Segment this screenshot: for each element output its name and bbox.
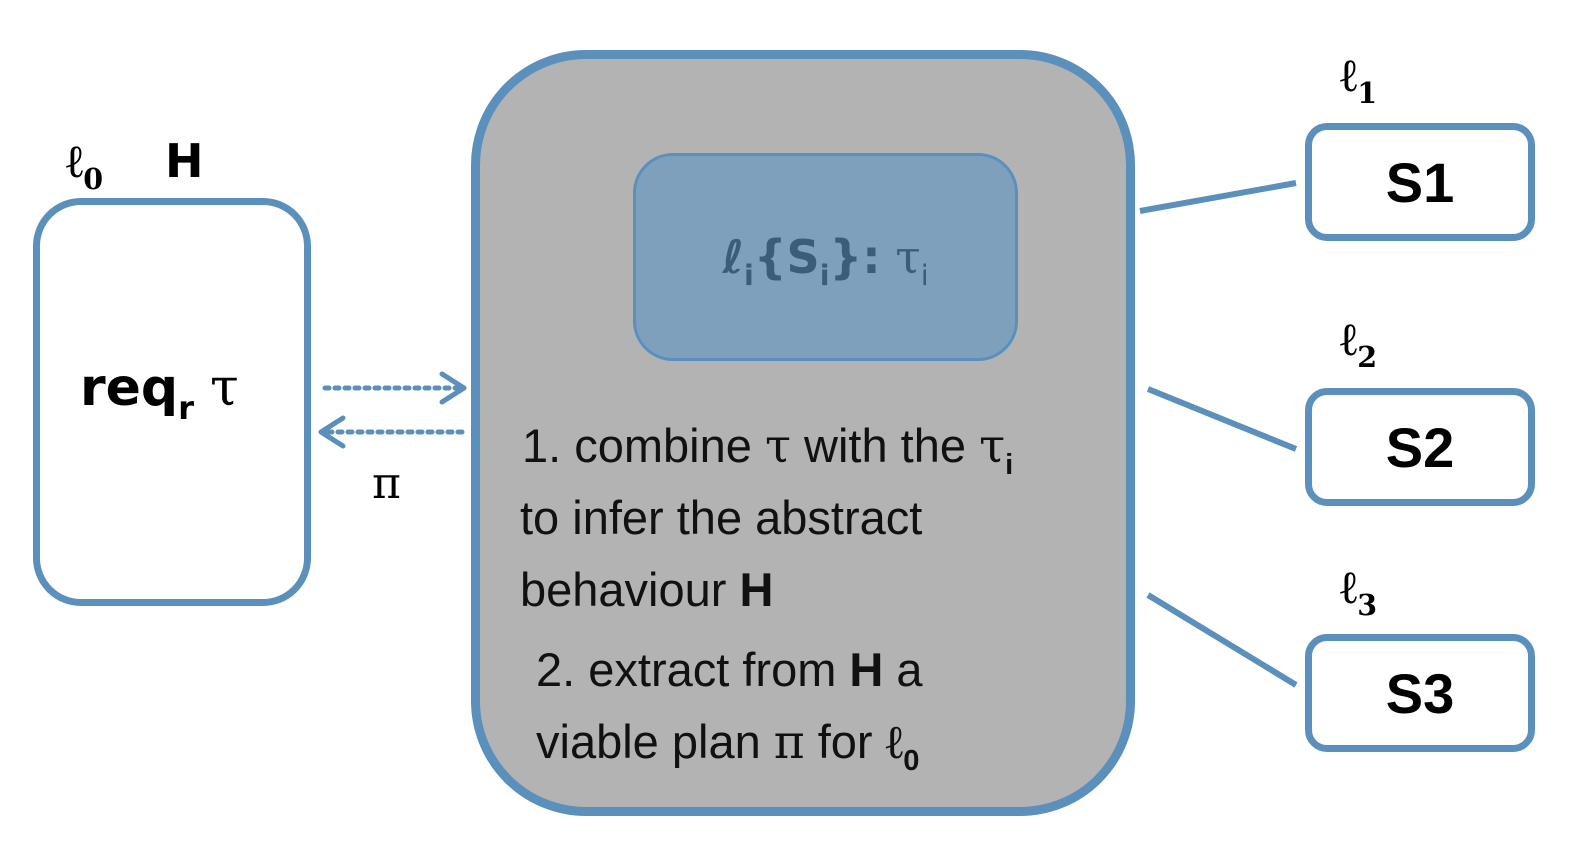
step2-viable-plan: viable plan (536, 715, 774, 768)
step2-suffix: a (883, 643, 923, 696)
link-s3 (1146, 592, 1298, 688)
client-location-index: 0 (83, 161, 104, 196)
request-keyword: req (80, 358, 179, 418)
repository-type: τ (895, 230, 921, 284)
service-2-loc-symbol: ℓ (1340, 312, 1358, 366)
plan-label: π (372, 458, 401, 509)
service-3-loc-index: 3 (1357, 587, 1378, 622)
client-box (33, 198, 311, 606)
step2-history: H (849, 643, 884, 696)
service-s3-box: S3 (1305, 634, 1535, 752)
repository-type-index: i (920, 258, 929, 292)
service-3-loc-symbol: ℓ (1340, 560, 1358, 614)
step2-loc: ℓ (885, 715, 904, 770)
plan-arrowhead (318, 415, 346, 449)
client-history-label: H (165, 134, 204, 188)
step2-line2: viable plan π for ℓ0 (536, 706, 919, 785)
client-location-label: ℓ0 (66, 138, 103, 193)
service-s2-box: S2 (1305, 388, 1535, 506)
step1-history: H (739, 563, 774, 616)
step1-line1: 1. combine τ with the τi (522, 410, 1013, 489)
service-1-loc-index: 1 (1357, 75, 1378, 110)
step2-prefix: 2. extract from (536, 643, 850, 696)
service-1-location: ℓ1 (1340, 52, 1377, 107)
repository-text: ℓi{Si}: τi (722, 234, 928, 290)
step1-behaviour: behaviour (520, 563, 740, 616)
service-s3-name: S3 (1385, 661, 1455, 725)
repository-loc-index: i (744, 258, 754, 292)
step1-line2: to infer the abstract (520, 491, 923, 544)
repository-set-close: }: (829, 230, 881, 284)
client-location-symbol: ℓ (66, 134, 84, 188)
step2-loc-index: 0 (903, 745, 920, 778)
link-s1 (1139, 180, 1297, 214)
repository-loc: ℓ (722, 230, 745, 284)
step2-pi: π (773, 715, 805, 770)
step1-mid: with the (790, 419, 980, 472)
service-3-location: ℓ3 (1340, 564, 1377, 619)
repository-box: ℓi{Si}: τi (633, 153, 1018, 361)
service-s1-name: S1 (1385, 150, 1455, 214)
repository-set-open: {S (753, 230, 820, 284)
step2-for: for (804, 715, 886, 768)
request-arrowhead (439, 371, 467, 405)
step2-line1: 2. extract from H a (536, 634, 923, 706)
step1-tau-i: τ (979, 419, 1006, 474)
step1-line3: behaviour H (520, 554, 773, 626)
request-type: τ (210, 358, 239, 418)
service-2-location: ℓ2 (1340, 316, 1377, 371)
service-2-loc-index: 2 (1357, 339, 1378, 374)
service-1-loc-symbol: ℓ (1340, 48, 1358, 102)
request-index: r (178, 388, 195, 427)
step1-tau: τ (764, 419, 791, 474)
service-s2-name: S2 (1385, 415, 1455, 479)
service-s1-box: S1 (1305, 123, 1535, 241)
link-s2 (1146, 386, 1298, 452)
step1-prefix: 1. combine (522, 419, 765, 472)
repository-set-index: i (819, 258, 830, 292)
broker-box (471, 50, 1135, 816)
step1-tau-i-index: i (1005, 449, 1014, 482)
